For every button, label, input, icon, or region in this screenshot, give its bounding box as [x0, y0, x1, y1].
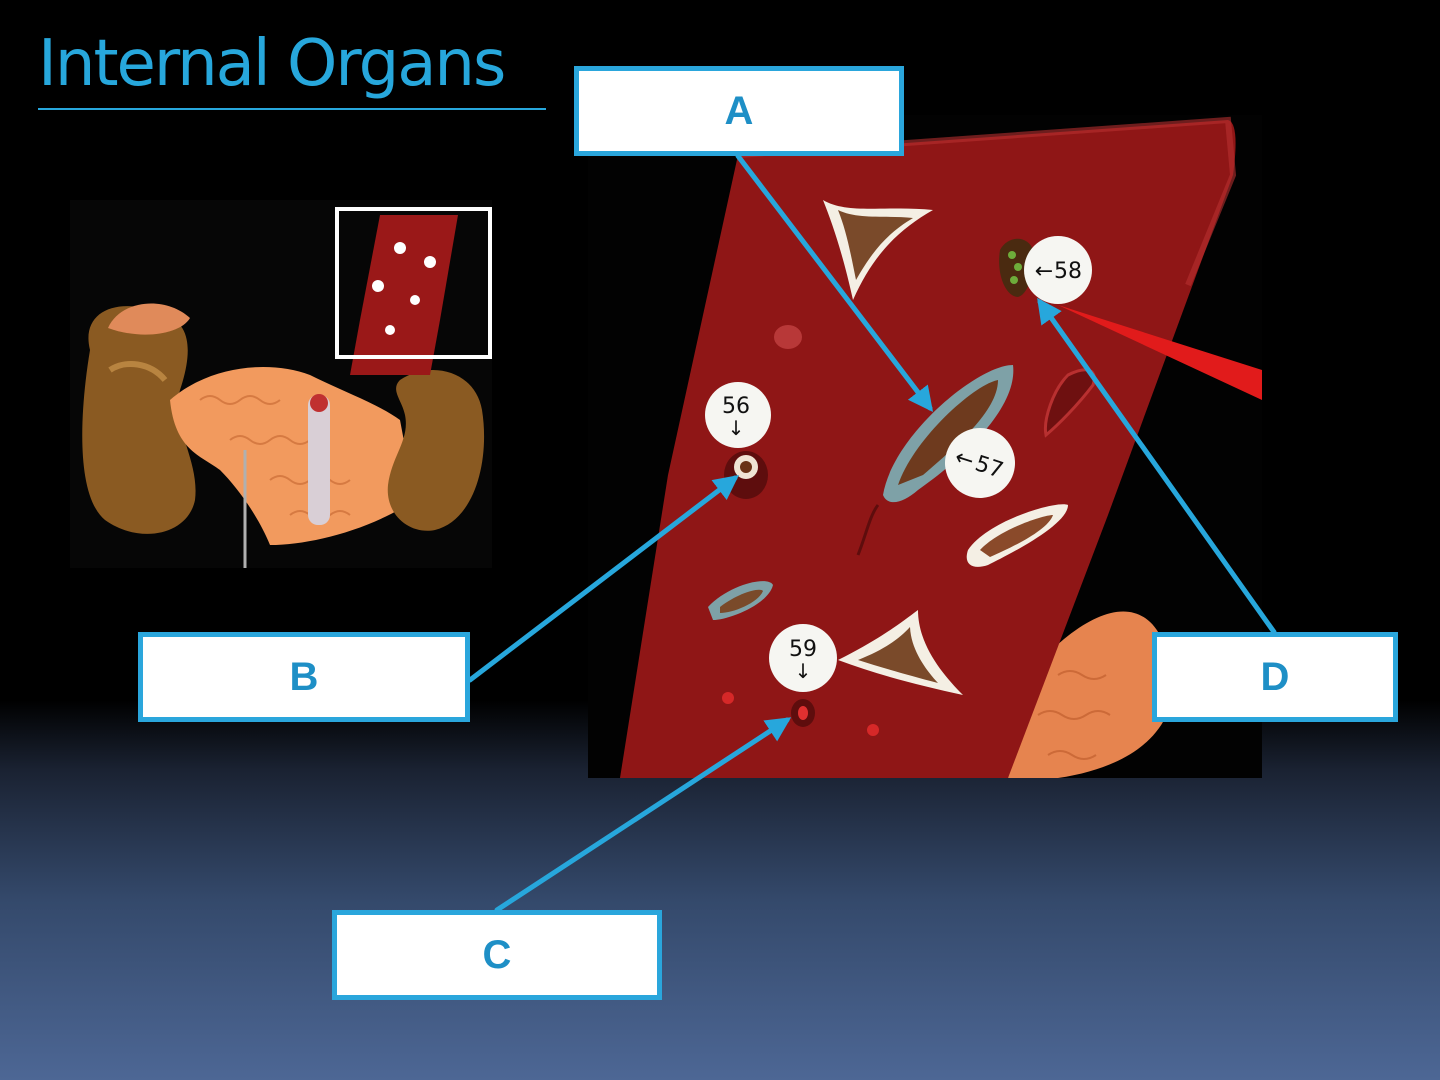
liver-slab-thumbnail [350, 215, 458, 375]
overview-photo [70, 200, 492, 568]
tag-58-text: 58 [1054, 259, 1082, 284]
svg-text:↓: ↓ [795, 659, 812, 683]
label-box-d[interactable]: D [1152, 632, 1398, 722]
tag-57: ← 57 [945, 428, 1015, 498]
label-box-a[interactable]: A [574, 66, 904, 156]
inset-frame [335, 207, 492, 359]
central-vein [856, 365, 1014, 556]
svg-text:↓: ↓ [728, 416, 745, 440]
hepatic-artery-b [724, 451, 768, 499]
bile-ductule-c [791, 699, 815, 727]
tag-58: ← 58 [1024, 236, 1092, 304]
label-box-b[interactable]: B [138, 632, 470, 722]
tag-59-text: 59 [789, 637, 817, 662]
portal-triad-lower [838, 610, 963, 695]
adrenal-gland [108, 303, 190, 335]
slide-title: Internal Organs [38, 22, 546, 110]
right-kidney [387, 370, 485, 531]
svg-text:←: ← [1035, 259, 1053, 284]
tag-59: 59 ↓ [769, 624, 837, 692]
left-kidney [82, 306, 196, 534]
bile-duct [999, 238, 1034, 297]
pancreas [170, 367, 415, 545]
blood-vessel [308, 395, 330, 525]
label-box-c[interactable]: C [332, 910, 662, 1000]
tag-56: 56 ↓ [705, 382, 771, 448]
